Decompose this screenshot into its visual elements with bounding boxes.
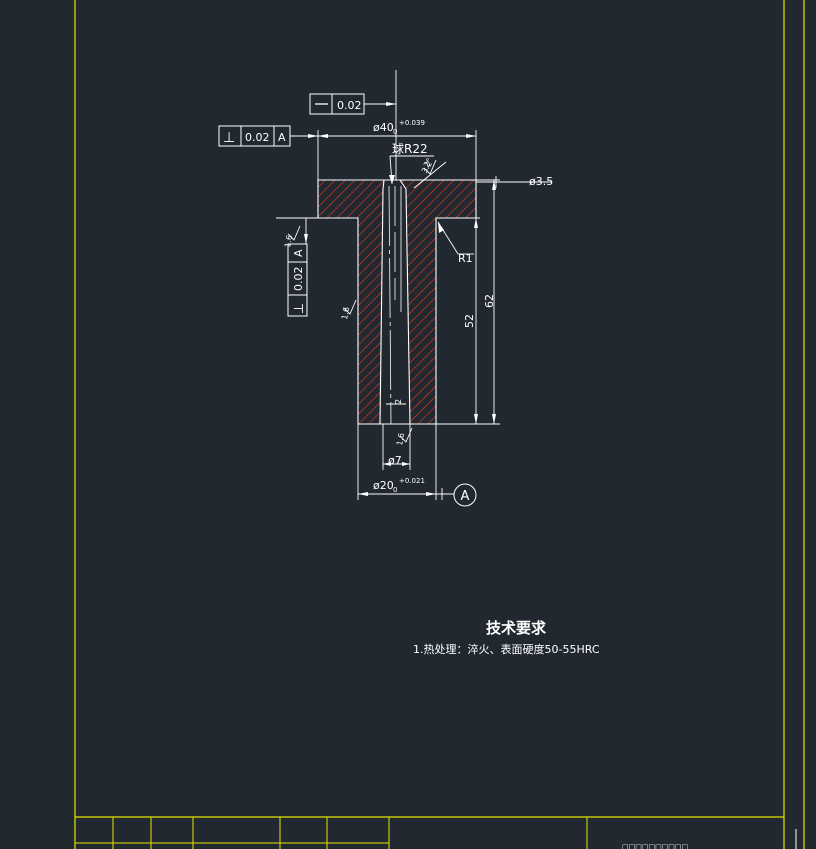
perp-left-symbol: ⊥ <box>292 303 307 314</box>
drawing-frame <box>74 0 805 849</box>
perp-top-symbol: ⊥ <box>223 130 235 146</box>
dim-top-dia: ø40 <box>373 121 394 134</box>
flatness-frame: 0.02 <box>309 93 365 115</box>
perp-top-value: 0.02 <box>245 131 270 144</box>
datum-a-label: A <box>461 489 470 504</box>
perp-left-value: 0.02 <box>292 267 305 292</box>
title-block-text: □□□□□□□□□□ <box>622 843 688 849</box>
roughness-bottom: 1.6 <box>395 432 406 446</box>
dimension-texts: ø40 +0.039 0 球R22 2° ø3.5 R1 62 52 2 ø7 … <box>373 119 553 494</box>
dimension-lines <box>276 70 552 500</box>
roughness-left-top: 1.6 <box>283 234 294 248</box>
datum-a-symbol: A <box>453 483 477 507</box>
perp-top-datum: A <box>278 131 286 144</box>
dim-hole: ø3.5 <box>529 175 553 188</box>
dim-top-tol-upper: +0.039 <box>399 119 425 127</box>
flatness-value: 0.02 <box>337 99 362 112</box>
dim-small: 2 <box>394 399 403 404</box>
dim-bottom-tol-lower: 0 <box>393 486 397 494</box>
dim-d7: ø7 <box>388 454 402 467</box>
roughness-left: 1.6 <box>340 306 351 320</box>
perpendicularity-frame-top: ⊥ 0.02 A <box>218 125 291 147</box>
part-left-half <box>317 179 385 425</box>
dim-52: 52 <box>463 314 476 328</box>
dim-top-tol-lower: 0 <box>393 128 397 136</box>
dim-angle: 2° <box>422 157 434 169</box>
notes-title: 技术要求 <box>486 619 547 637</box>
dim-bottom-dia: ø20 <box>373 479 394 492</box>
dim-sphere: 球R22 <box>392 142 428 156</box>
part-section <box>317 179 477 425</box>
dim-62: 62 <box>483 294 496 308</box>
dim-r1: R1 <box>458 252 473 265</box>
part-right-half <box>398 179 477 425</box>
roughness-symbols <box>287 159 437 443</box>
arrowheads <box>304 102 496 496</box>
title-block <box>75 817 588 849</box>
notes-line-1: 1.热处理：淬火、表面硬度50-55HRC <box>413 642 600 656</box>
dim-bottom-tol-upper: +0.021 <box>399 477 425 485</box>
perpendicularity-frame-left: A 0.02 ⊥ <box>287 243 308 317</box>
perp-left-datum: A <box>292 249 305 257</box>
